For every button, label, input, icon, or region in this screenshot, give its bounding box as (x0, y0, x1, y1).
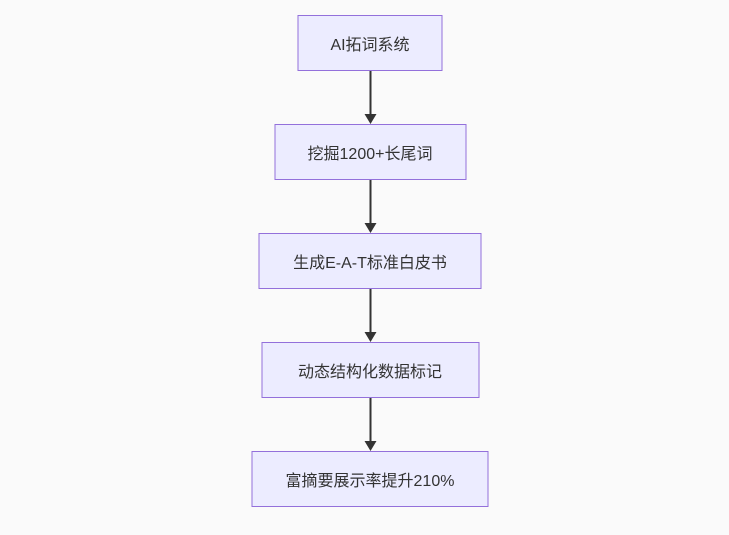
arrow-down (364, 71, 376, 124)
node-label: 挖掘1200+长尾词 (307, 146, 433, 163)
flowchart-node-step-1: AI拓词系统 (297, 15, 443, 71)
arrow-shaft (369, 398, 371, 442)
arrowhead-icon (364, 223, 376, 233)
arrow-down (364, 180, 376, 233)
flowchart-node-step-3: 生成E-A-T标准白皮书 (258, 233, 482, 289)
node-label: 生成E-A-T标准白皮书 (293, 255, 447, 272)
flowchart-node-step-4: 动态结构化数据标记 (261, 342, 479, 398)
arrowhead-icon (364, 332, 376, 342)
arrowhead-icon (364, 441, 376, 451)
arrow-shaft (369, 289, 371, 333)
node-label: 动态结构化数据标记 (297, 364, 442, 381)
arrowhead-icon (364, 114, 376, 124)
flowchart-node-step-5: 富摘要展示率提升210% (251, 451, 489, 507)
node-label: 富摘要展示率提升210% (285, 473, 455, 490)
flowchart-node-step-2: 挖掘1200+长尾词 (274, 124, 466, 180)
arrow-shaft (369, 71, 371, 115)
arrow-down (364, 398, 376, 451)
arrow-down (364, 289, 376, 342)
node-label: AI拓词系统 (330, 37, 410, 54)
arrow-shaft (369, 180, 371, 224)
flowchart: AI拓词系统 挖掘1200+长尾词 生成E-A-T标准白皮书 动态结构化数据标记… (251, 15, 489, 507)
